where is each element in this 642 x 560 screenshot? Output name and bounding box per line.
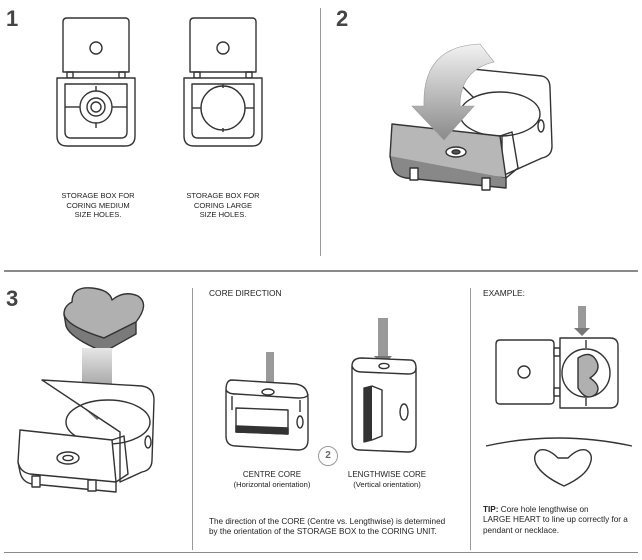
caption-storage-medium: STORAGE BOX FOR CORING MEDIUM SIZE HOLES… [55, 191, 141, 220]
caption-storage-large-line1: STORAGE BOX FOR [186, 191, 260, 200]
step3-heart-coring-illustration [17, 287, 155, 493]
caption-storage-large: STORAGE BOX FOR CORING LARGE SIZE HOLES. [180, 191, 266, 220]
divider-vertical-bottom-right [470, 288, 471, 550]
tip-text: TIP: Core hole lengthwise on LARGE HEART… [483, 505, 639, 536]
divider-vertical-bottom-left [192, 288, 193, 550]
caption-storage-medium-line3: SIZE HOLES. [74, 210, 122, 220]
description-line2: by the orientation of the STORAGE BOX to… [209, 527, 437, 537]
core-direction-description: The direction of the CORE (Centre vs. Le… [209, 517, 469, 538]
storage-box-large-illustration [183, 17, 263, 147]
lengthwise-core-illustration [351, 318, 417, 453]
caption-lengthwise-core-title: LENGTHWISE CORE [347, 470, 427, 479]
tip-line3: pendant or necklace. [483, 525, 560, 535]
centre-core-illustration [225, 352, 309, 451]
divider-vertical-top [320, 8, 321, 256]
tip-line1: Core hole lengthwise on [498, 505, 589, 514]
caption-storage-medium-line1: STORAGE BOX FOR [61, 191, 135, 200]
caption-storage-large-line2: CORING LARGE [193, 200, 253, 210]
core-direction-header: CORE DIRECTION [209, 288, 282, 298]
caption-storage-medium-line2: CORING MEDIUM [66, 200, 130, 210]
caption-centre-core-sub: (Horizontal orientation) [233, 479, 311, 489]
example-heart-illustration [485, 306, 633, 487]
caption-lengthwise-core: LENGTHWISE CORE (Vertical orientation) [337, 470, 437, 489]
tip-line2: LARGE HEART to line up correctly for a [483, 515, 628, 525]
step2-insert-illustration [389, 43, 553, 191]
storage-box-medium-illustration [56, 17, 136, 147]
caption-centre-core: CENTRE CORE (Horizontal orientation) [222, 470, 322, 489]
step-number-1: 1 [6, 6, 19, 31]
divider-horizontal-middle [4, 270, 638, 272]
divider-horizontal-bottom [4, 552, 638, 553]
caption-lengthwise-core-sub: (Vertical orientation) [353, 479, 421, 489]
order-number-circle: 2 [318, 446, 338, 466]
caption-centre-core-title: CENTRE CORE [242, 470, 302, 479]
step-number-3: 3 [6, 286, 19, 311]
tip-label: TIP: [483, 505, 499, 514]
description-line1: The direction of the CORE (Centre vs. Le… [209, 517, 446, 526]
example-header: EXAMPLE: [483, 288, 525, 298]
step-number-2: 2 [336, 6, 349, 31]
caption-storage-large-line3: SIZE HOLES. [199, 210, 247, 220]
